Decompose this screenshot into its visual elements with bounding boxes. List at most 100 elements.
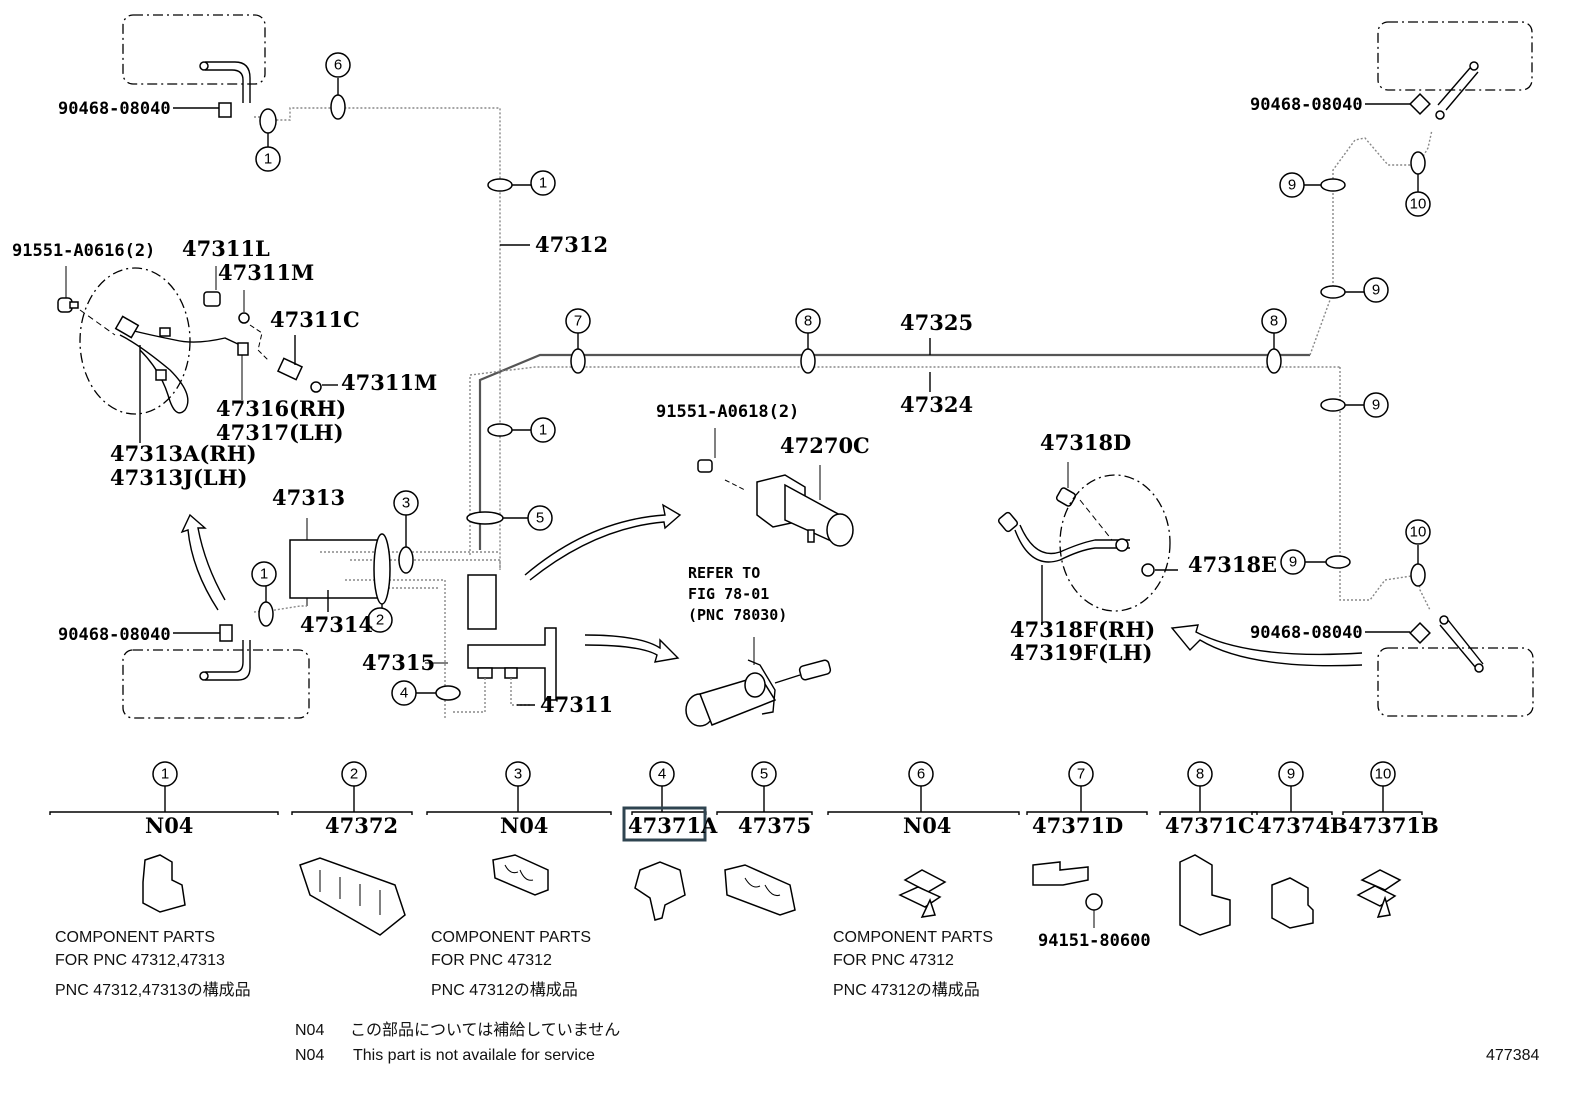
legend-part[interactable]: N04 — [145, 813, 193, 838]
legend-item-1: 1 N04 COMPONENT PARTS FOR PNC 47312,4731… — [49, 761, 279, 999]
footnote-text-en: This part is not availale for service — [353, 1047, 595, 1064]
part-label[interactable]: 91551-A0618(2) — [656, 402, 799, 422]
part-label[interactable]: 47313 — [272, 485, 345, 510]
part-label[interactable]: 47312 — [535, 232, 608, 257]
legend-item-2: 2 47372 — [291, 761, 413, 936]
legend-part[interactable]: 47375 — [738, 813, 811, 838]
callout-5[interactable]: 5 — [751, 761, 777, 787]
part-label[interactable]: 90468-08040 — [58, 99, 171, 119]
svg-text:4: 4 — [400, 685, 408, 702]
part-label[interactable]: 47311C — [270, 307, 360, 332]
refer-line-3[interactable]: (PNC 78030) — [688, 606, 787, 624]
master-cylinder-icon — [685, 659, 832, 727]
callout-9[interactable]: 9 — [1280, 549, 1306, 575]
part-label[interactable]: 47315 — [362, 650, 435, 675]
release-cylinder: 91551-A0618(2) 47270C — [656, 402, 870, 547]
part-label[interactable]: 47318D — [1040, 430, 1131, 455]
callout-7[interactable]: 7 — [565, 308, 591, 334]
callout-6[interactable]: 6 — [908, 761, 934, 787]
callout-2[interactable]: 2 — [341, 761, 367, 787]
legend-part-selected[interactable]: 47371A — [628, 813, 718, 838]
legend-item-9: 9 47374B — [1251, 761, 1348, 929]
legend-part[interactable]: 47371B — [1348, 813, 1439, 838]
callout-7[interactable]: 7 — [1068, 761, 1094, 787]
arrow-to-rear-hose — [1170, 624, 1363, 667]
callout-1[interactable]: 1 — [251, 561, 277, 587]
part-label[interactable]: 47270C — [780, 433, 870, 458]
main-pipe-labels: 47325 47324 7 8 8 — [565, 308, 1287, 417]
part-label[interactable]: 47311L — [182, 236, 270, 261]
svg-text:8: 8 — [1196, 766, 1204, 783]
part-label[interactable]: 47318F(RH) — [1010, 617, 1155, 642]
legend-item-4: 4 47371A — [622, 761, 718, 921]
callout-9[interactable]: 9 — [1279, 172, 1305, 198]
callout-9[interactable]: 9 — [1363, 392, 1389, 418]
part-label[interactable]: 47316(RH) — [216, 396, 346, 421]
part-label[interactable]: 91551-A0616(2) — [12, 241, 155, 261]
legend-note: PNC 47312の構成品 — [431, 981, 578, 999]
callout-5[interactable]: 5 — [527, 505, 553, 531]
top-right-wheel-area: 90468-08040 9 10 9 9 — [1250, 21, 1533, 611]
part-label[interactable]: 47313A(RH) — [110, 441, 257, 466]
legend-part[interactable]: 47371D — [1032, 813, 1123, 838]
legend-sub-part[interactable]: 94151-80600 — [1038, 931, 1151, 951]
callout-8[interactable]: 8 — [1261, 308, 1287, 334]
callout-10[interactable]: 10 — [1405, 191, 1431, 217]
callout-1[interactable]: 1 — [530, 170, 556, 196]
callout-8[interactable]: 8 — [1187, 761, 1213, 787]
junction-block: 47313 2 3 5 47314 1 — [251, 353, 1340, 720]
legend-note: FOR PNC 47312 — [833, 952, 954, 969]
svg-text:9: 9 — [1372, 397, 1380, 414]
callout-3[interactable]: 3 — [505, 761, 531, 787]
part-label[interactable]: 90468-08040 — [58, 625, 171, 645]
footnote-code: N04 — [295, 1022, 324, 1039]
part-label[interactable]: 90468-08040 — [1250, 95, 1363, 115]
callout-6[interactable]: 6 — [325, 52, 351, 78]
legend-part[interactable]: 47374B — [1257, 813, 1348, 838]
bottom-left-wheel-area: 90468-08040 — [58, 624, 310, 719]
part-label[interactable]: 47311M — [218, 260, 314, 285]
part-label[interactable]: 47318E — [1188, 552, 1277, 577]
part-label[interactable]: 47325 — [900, 310, 973, 335]
callout-4[interactable]: 4 — [649, 761, 675, 787]
part-label[interactable]: 47311 — [540, 692, 613, 717]
part-label[interactable]: 90468-08040 — [1250, 623, 1363, 643]
legend-note: PNC 47312,47313の構成品 — [55, 981, 251, 999]
part-label[interactable]: 47313J(LH) — [110, 465, 247, 490]
part-label[interactable]: 47317(LH) — [216, 420, 344, 445]
legend-part[interactable]: 47372 — [325, 813, 398, 838]
svg-text:6: 6 — [334, 57, 342, 74]
svg-text:9: 9 — [1289, 554, 1297, 571]
callout-9[interactable]: 9 — [1278, 761, 1304, 787]
svg-text:8: 8 — [804, 313, 812, 330]
callout-9[interactable]: 9 — [1363, 277, 1389, 303]
svg-text:2: 2 — [350, 766, 358, 783]
refer-line-2[interactable]: FIG 78-01 — [688, 585, 769, 603]
rear-hose-assembly: 47318D 47318E 47318F(RH) 47319F(LH) 9 10 — [997, 430, 1431, 667]
arrow-to-master-cylinder — [584, 634, 680, 663]
arrow-to-clutch-cylinder — [524, 503, 682, 581]
legend-part[interactable]: N04 — [903, 813, 951, 838]
callout-1[interactable]: 1 — [255, 146, 281, 172]
callout-8[interactable]: 8 — [795, 308, 821, 334]
svg-text:1: 1 — [264, 151, 272, 168]
legend-item-8: 8 47371C — [1159, 761, 1258, 936]
part-label[interactable]: 47311M — [341, 370, 437, 395]
legend-part[interactable]: 47371C — [1165, 813, 1255, 838]
callout-1[interactable]: 1 — [152, 761, 178, 787]
legend-part[interactable]: N04 — [500, 813, 548, 838]
figure-id: 477384 — [1486, 1047, 1539, 1064]
part-label[interactable]: 47314 — [300, 612, 373, 637]
callout-2[interactable]: 2 — [367, 607, 393, 633]
callout-10[interactable]: 10 — [1370, 761, 1396, 787]
callout-3[interactable]: 3 — [393, 490, 419, 516]
master-cylinder-area: 47315 4 47311 — [362, 503, 682, 717]
callout-1[interactable]: 1 — [530, 417, 556, 443]
part-label[interactable]: 47324 — [900, 392, 973, 417]
callout-4[interactable]: 4 — [391, 680, 417, 706]
legend-note: COMPONENT PARTS — [55, 929, 215, 946]
legend-item-6: 6 N04 COMPONENT PARTS FOR PNC 47312 PNC … — [827, 761, 1020, 999]
front-hose-assembly: 91551-A0616(2) 47311L 47311M 47311C 4731… — [12, 236, 437, 490]
callout-10[interactable]: 10 — [1405, 519, 1431, 545]
part-label[interactable]: 47319F(LH) — [1010, 640, 1152, 665]
